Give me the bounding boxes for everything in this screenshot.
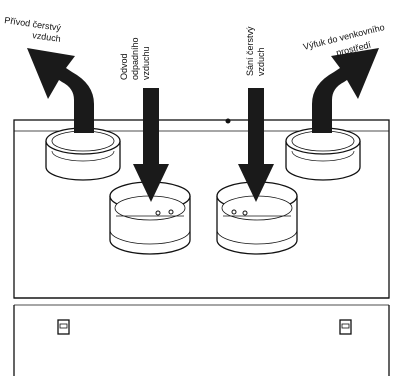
port-front-left (109, 181, 191, 255)
damper-screw (231, 209, 237, 215)
curved-up-arrow-icon (312, 48, 379, 133)
port-rear-right (285, 127, 361, 181)
label-fresh-supply-line2: vzduch (32, 30, 62, 44)
port-front-right (216, 181, 298, 255)
latch-left (57, 319, 70, 335)
curved-up-arrow-icon (27, 48, 94, 133)
top-panel-screw (225, 118, 231, 124)
damper-screw (155, 210, 161, 216)
label-extract-line1: Odvod (119, 53, 129, 80)
label-fresh-intake-line1: Sání čerstvý (245, 26, 255, 76)
label-extract-line3: vzduchu (141, 46, 151, 80)
damper-screw (242, 210, 248, 216)
port-rear-left (45, 127, 121, 181)
label-extract-line2: odpadního (130, 37, 140, 80)
latch-right (339, 319, 352, 335)
damper-screw (168, 209, 174, 215)
label-fresh-intake-line2: vzduch (256, 47, 266, 76)
down-arrow-icon (133, 88, 169, 202)
down-arrow-icon (238, 88, 274, 202)
